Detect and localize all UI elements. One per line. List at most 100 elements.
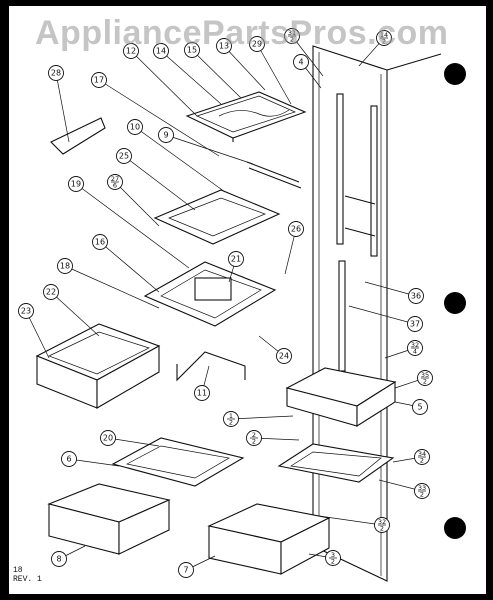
callout-number: 6 bbox=[66, 455, 71, 464]
callout-leader bbox=[256, 43, 292, 105]
callout-bubble bbox=[18, 303, 34, 319]
callout-number: 6 bbox=[113, 182, 117, 190]
callout-number: 11 bbox=[197, 389, 207, 398]
callout-number: 33 bbox=[418, 484, 426, 492]
callout-bubble bbox=[158, 127, 174, 143]
drawer-bracket bbox=[176, 351, 246, 382]
callout-leader bbox=[364, 281, 417, 297]
left-bottom-drawer bbox=[47, 483, 171, 555]
callout-leader bbox=[291, 35, 324, 77]
callout-bubble bbox=[123, 43, 139, 59]
callout-number: 36 bbox=[411, 292, 421, 301]
callout-bubble bbox=[228, 251, 244, 267]
callout-bubble bbox=[51, 551, 67, 567]
corner-page: 18 bbox=[13, 566, 23, 575]
callout-leader bbox=[160, 50, 222, 105]
corner-note: 18 REV. 1 bbox=[13, 566, 42, 584]
callout-number: 15 bbox=[187, 46, 197, 55]
callout-leader bbox=[318, 515, 383, 526]
callout-number: 32 bbox=[411, 341, 419, 349]
callout-number: 8 bbox=[56, 555, 61, 564]
callout-bubble bbox=[288, 221, 304, 237]
callout-number: 2 bbox=[229, 419, 233, 427]
callout-leader bbox=[55, 72, 70, 143]
callout-number: 35 bbox=[421, 371, 429, 379]
right-shelf-frame bbox=[277, 443, 395, 483]
callout-number: 2 bbox=[290, 36, 294, 44]
callout-bubble bbox=[100, 430, 116, 446]
callout-number: 2 bbox=[252, 431, 256, 439]
callout-number: 9 bbox=[163, 131, 168, 140]
callout-bubble bbox=[293, 54, 309, 70]
callout-number: 17 bbox=[94, 76, 104, 85]
callout-leader bbox=[130, 50, 198, 117]
corner-rev: REV. 1 bbox=[13, 575, 42, 584]
callout-number: 14 bbox=[156, 47, 166, 56]
callout-number: 19 bbox=[71, 180, 81, 189]
callout-number: 13 bbox=[219, 42, 229, 51]
meat-pan-frame bbox=[143, 261, 277, 327]
callout-bubble bbox=[92, 234, 108, 250]
right-drawer-cover bbox=[285, 367, 397, 427]
callout-bubble bbox=[216, 38, 232, 54]
callout-bubble bbox=[43, 284, 59, 300]
shelf-rail bbox=[246, 161, 300, 183]
callout-leader bbox=[191, 49, 242, 99]
callout-bubble bbox=[194, 385, 210, 401]
glass-shelf-top bbox=[185, 91, 307, 142]
callout-number: 26 bbox=[291, 225, 301, 234]
callout-number: 18 bbox=[60, 262, 70, 271]
callout-leader bbox=[99, 241, 160, 293]
callout-bubble bbox=[412, 399, 428, 415]
dairy-bin bbox=[50, 117, 106, 155]
callout-bubble bbox=[153, 43, 169, 59]
callout-number: 5 bbox=[417, 403, 422, 412]
right-bottom-drawer bbox=[207, 503, 331, 575]
callout-number: 2 bbox=[382, 38, 386, 46]
callout-leader bbox=[107, 437, 160, 447]
callout-number: 28 bbox=[51, 69, 61, 78]
callout-number: 16 bbox=[95, 238, 105, 247]
callout-number: 10 bbox=[130, 123, 140, 132]
callout-bubble bbox=[57, 258, 73, 274]
callout-number: 2 bbox=[331, 558, 335, 566]
callout-bubble bbox=[178, 562, 194, 578]
callout-leader bbox=[114, 181, 160, 227]
callout-number: 2 bbox=[423, 378, 427, 386]
callout-number: 21 bbox=[231, 255, 241, 264]
callout-bubble bbox=[407, 316, 423, 332]
callout-number: 20 bbox=[103, 434, 113, 443]
callout-leader bbox=[123, 155, 196, 211]
callout-number: 2 bbox=[420, 491, 424, 499]
callout-bubble bbox=[249, 36, 265, 52]
callout-leader bbox=[230, 415, 294, 420]
callout-number: 23 bbox=[21, 307, 31, 316]
callout-bubble bbox=[276, 348, 292, 364]
binder-hole-icon bbox=[444, 292, 466, 314]
callout-leader bbox=[98, 79, 220, 157]
callout-number: 4 bbox=[298, 58, 303, 67]
callout-number: 3 bbox=[331, 551, 335, 559]
callout-number: 2 bbox=[252, 438, 256, 446]
crisper-glass-cover bbox=[153, 189, 281, 245]
callout-number: 31 bbox=[288, 29, 296, 37]
binder-hole-icon bbox=[444, 517, 466, 539]
callout-number: 12 bbox=[126, 47, 136, 56]
callout-leader bbox=[64, 265, 160, 309]
crisper-drawer-23 bbox=[35, 323, 161, 409]
callout-number: 27 bbox=[111, 175, 119, 183]
callout-leader bbox=[134, 126, 226, 193]
callout-number: 22 bbox=[46, 288, 56, 297]
left-shelf-frame bbox=[111, 437, 245, 487]
callout-leader bbox=[348, 305, 416, 325]
callout-number: 34 bbox=[418, 450, 426, 458]
callout-bubble bbox=[61, 451, 77, 467]
callout-bubble bbox=[91, 72, 107, 88]
callout-number: 4 bbox=[413, 348, 417, 356]
callout-leader bbox=[75, 183, 190, 269]
callout-number: 2 bbox=[380, 525, 384, 533]
